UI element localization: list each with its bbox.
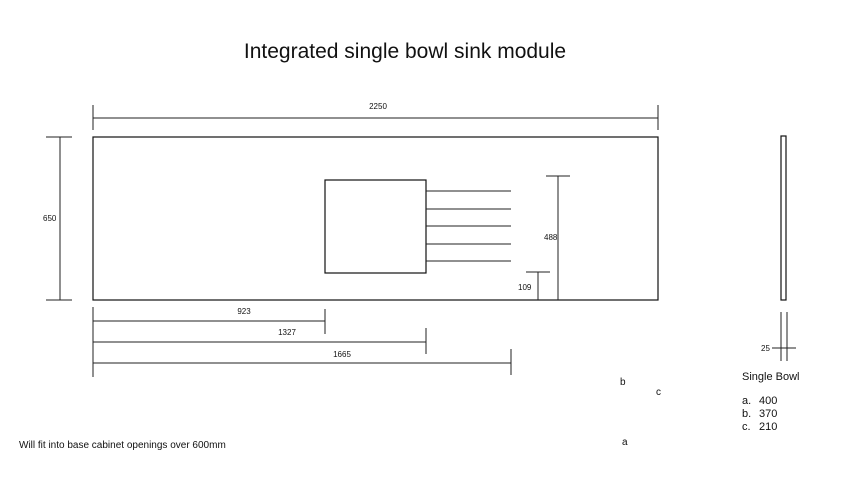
sink-bowl [324, 179, 427, 274]
drainer-grooves [426, 190, 511, 262]
marker-c: c [656, 387, 661, 398]
depth-dimension: 650 [43, 136, 72, 301]
spec-value-c: 210 [759, 421, 777, 433]
footnote: Will fit into base cabinet openings over… [19, 440, 226, 451]
spec-key-b: b. [742, 408, 751, 420]
spec-heading: Single Bowl [742, 371, 799, 383]
spec-value-b: 370 [759, 408, 777, 420]
thickness-label: 25 [761, 344, 770, 353]
side-profile [780, 135, 787, 301]
front-margin-dimension: 109 [518, 271, 550, 300]
benchtop-outline [92, 136, 659, 301]
spec-list: Single Bowl a. 400 b. 370 c. 210 [742, 371, 799, 433]
front-margin-label: 109 [518, 283, 532, 292]
side-section: 25 [761, 135, 796, 361]
marker-a: a [622, 437, 628, 448]
bowl-offset-label: 923 [237, 307, 251, 316]
spec-key-a: a. [742, 395, 751, 407]
bowl-far-edge-label: 1327 [278, 328, 296, 337]
width-dimension: 2250 [92, 102, 659, 130]
width-label: 2250 [369, 102, 387, 111]
depth-label: 650 [43, 214, 57, 223]
page-title: Integrated single bowl sink module [244, 40, 566, 63]
lower-dimensions: 923 1327 1665 [92, 307, 512, 377]
drainer-depth-label: 488 [544, 233, 558, 242]
drainer-depth-dimension: 488 [544, 175, 570, 300]
marker-b: b [620, 377, 626, 388]
spec-key-c: c. [742, 421, 751, 433]
drainer-end-label: 1665 [333, 350, 351, 359]
spec-value-a: 400 [759, 395, 777, 407]
